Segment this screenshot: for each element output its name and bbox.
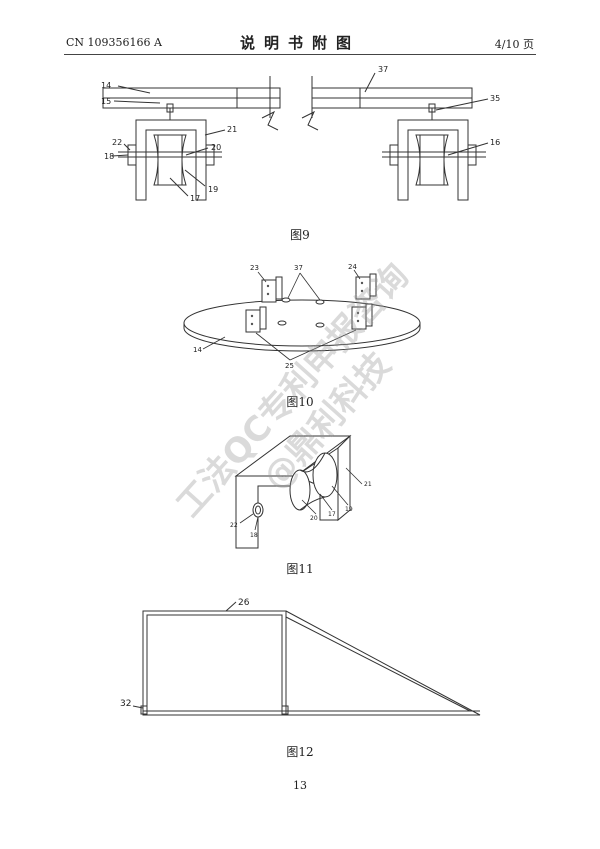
label-22-fig11: 22 (230, 522, 238, 529)
header-rule (64, 54, 536, 55)
page-title: 说明书附图 (239, 34, 360, 52)
label-26: 26 (238, 598, 250, 608)
figure-9-drawing: 14 15 37 35 21 22 18 20 19 17 16 (101, 65, 500, 203)
figure-11-drawing: 21 22 18 20 17 19 (230, 434, 372, 549)
label-37-fig10: 37 (294, 264, 303, 272)
figure-11-caption: 图11 (286, 562, 314, 576)
label-25: 25 (285, 362, 294, 370)
figure-12-drawing: 26 32 (120, 598, 481, 716)
label-16: 16 (490, 138, 500, 147)
label-17-fig11: 17 (328, 511, 336, 518)
label-18: 18 (104, 152, 114, 161)
label-24: 24 (348, 263, 357, 271)
label-19-fig11: 19 (345, 506, 353, 513)
figure-10-drawing: 23 37 24 14 25 (183, 263, 421, 370)
label-21: 21 (227, 125, 237, 134)
label-18-fig11: 18 (250, 532, 258, 539)
label-22: 22 (112, 138, 122, 147)
label-17: 17 (190, 194, 200, 203)
figure-9-caption: 图9 (290, 228, 310, 242)
label-37: 37 (378, 65, 388, 74)
page-number: 13 (293, 779, 307, 792)
label-32: 32 (120, 699, 131, 709)
label-21-fig11: 21 (364, 481, 372, 488)
patent-number: CN 109356166 A (66, 36, 162, 49)
figure-12-caption: 图12 (286, 745, 314, 759)
label-14-fig10: 14 (193, 346, 202, 354)
label-23: 23 (250, 264, 259, 272)
label-14: 14 (101, 81, 111, 90)
figure-10-caption: 图10 (286, 395, 314, 409)
label-20: 20 (211, 143, 221, 152)
page-info: 4/10 页 (494, 38, 534, 51)
label-20-fig11: 20 (310, 515, 318, 522)
label-15: 15 (101, 97, 111, 106)
label-35: 35 (490, 94, 500, 103)
label-19: 19 (208, 185, 218, 194)
